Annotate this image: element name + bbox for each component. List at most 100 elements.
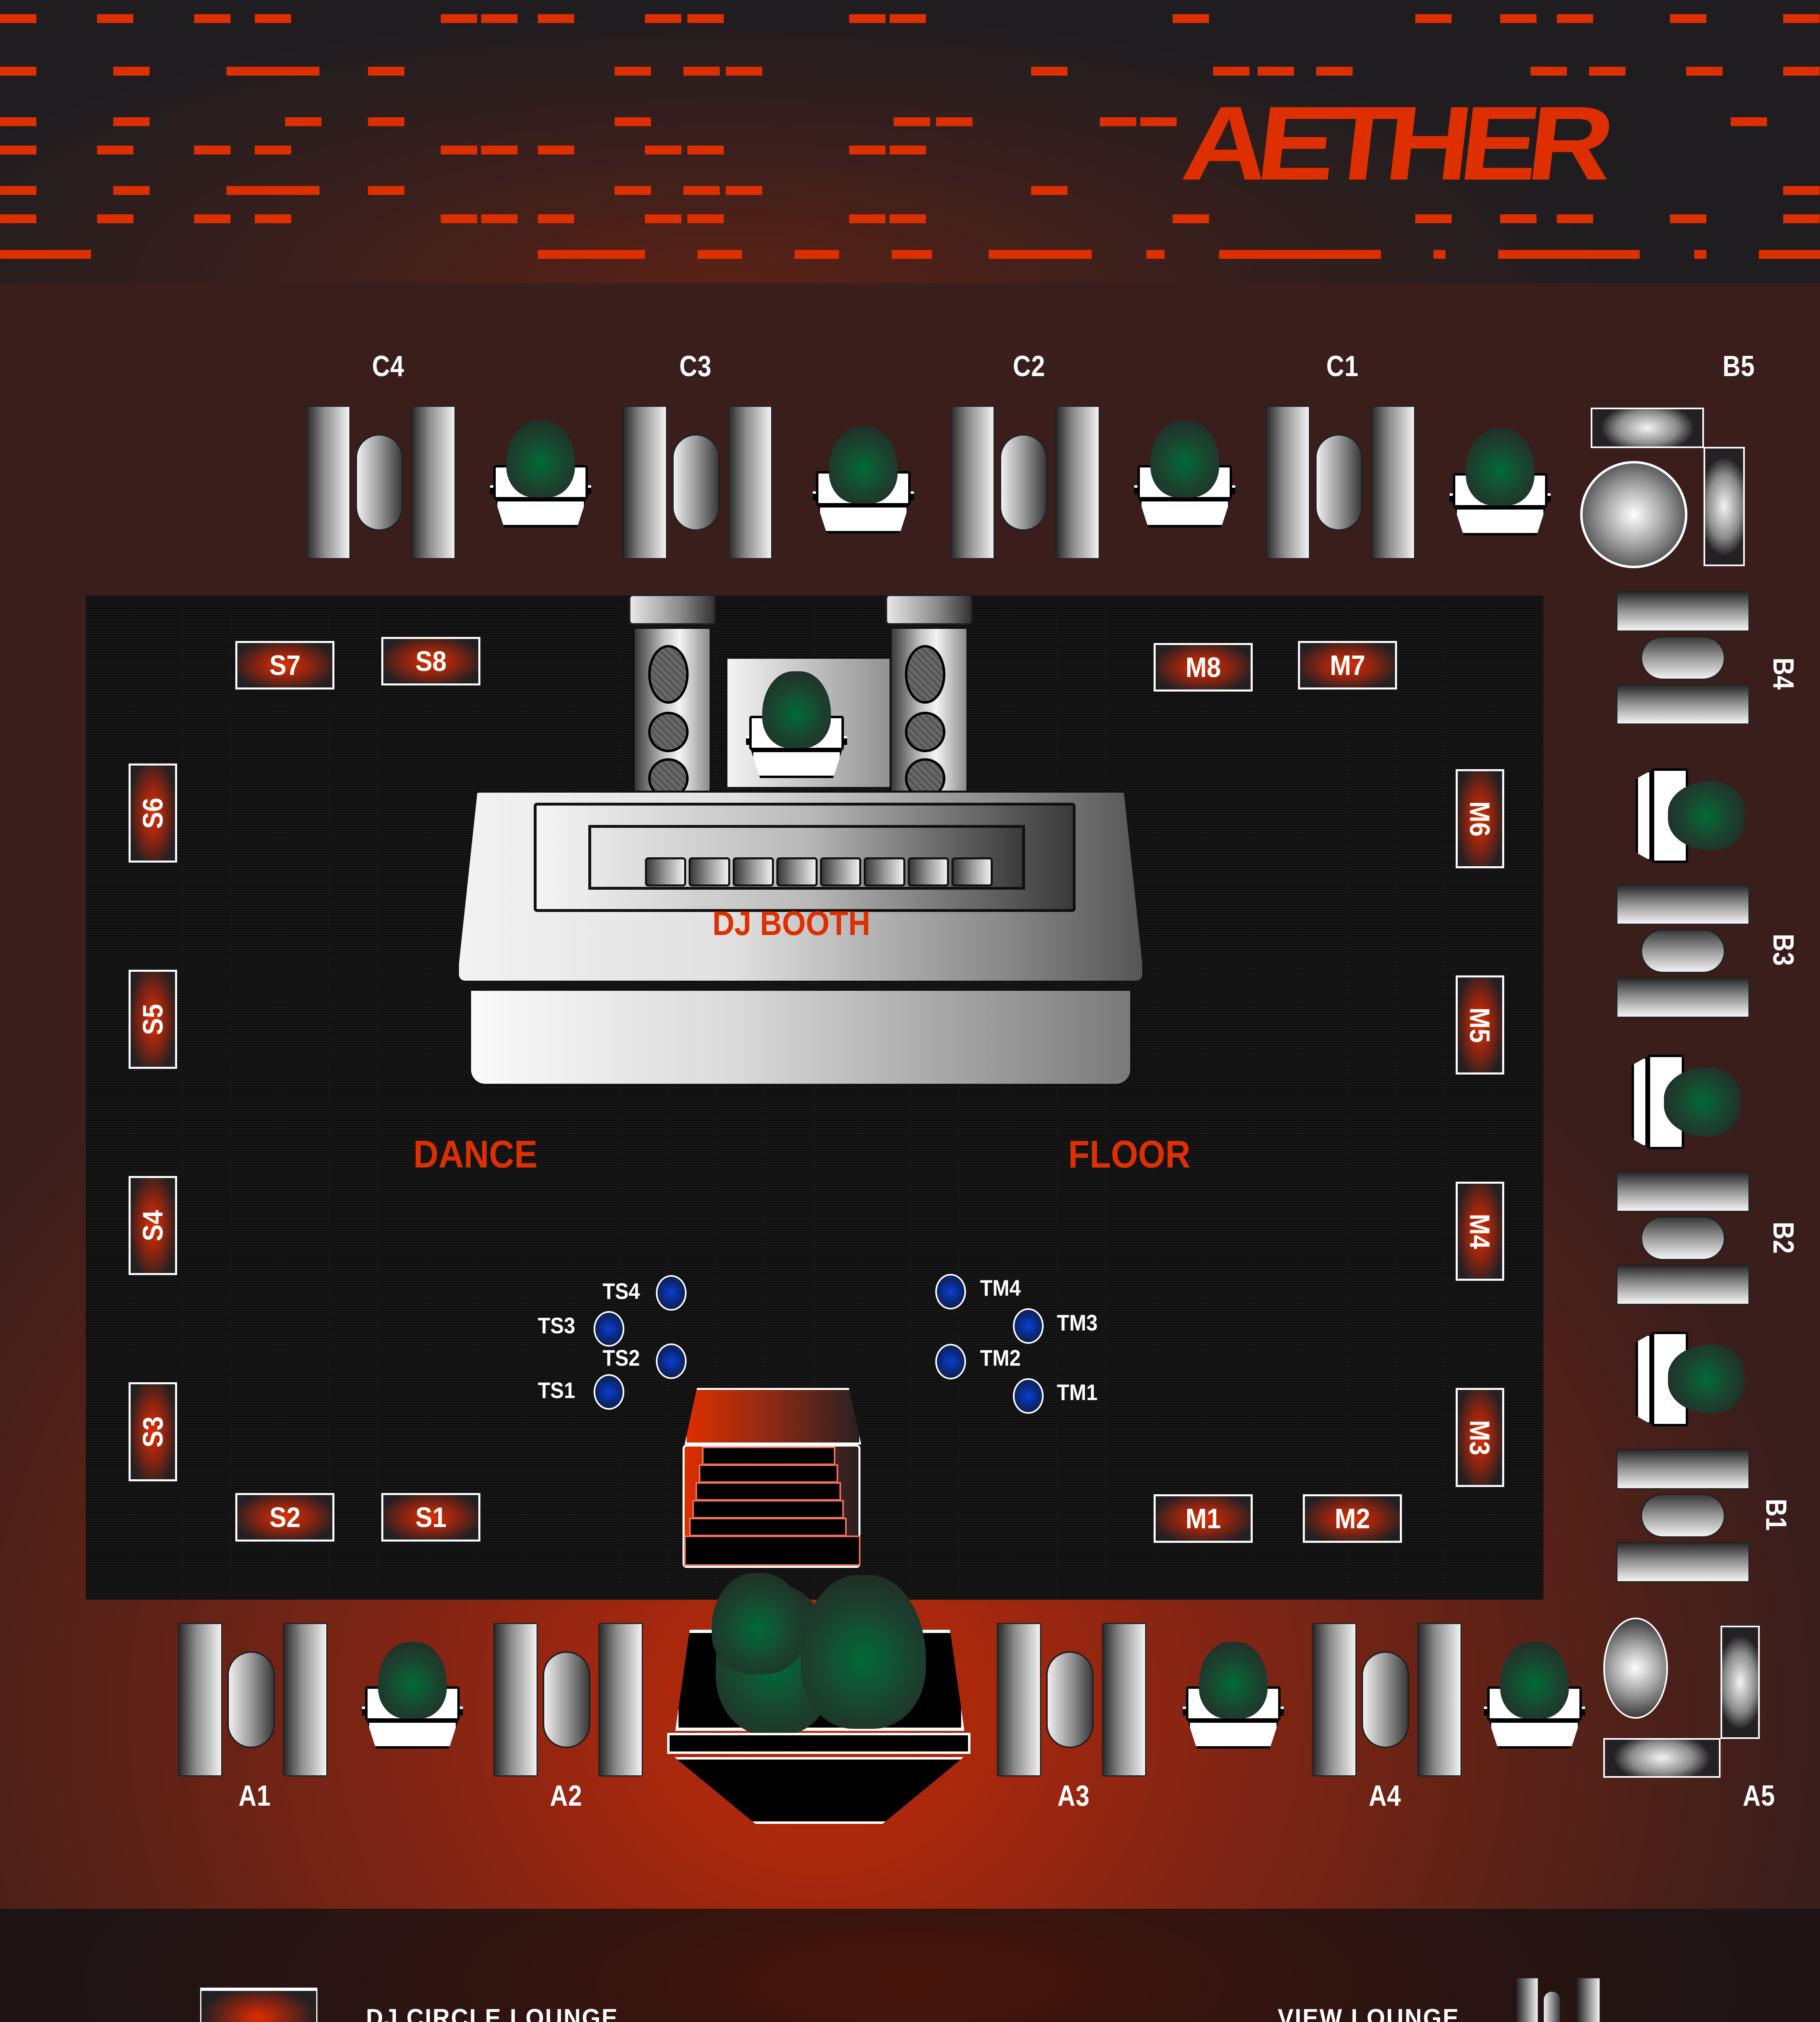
dj-circle-table-s2[interactable]: S2 [235,1493,334,1542]
lounge-label-c3: C3 [679,350,712,383]
decorative-dash [894,117,930,126]
view-lounge-a2[interactable] [493,1623,647,1777]
standing-table-tm3[interactable] [1013,1308,1044,1344]
view-lounge-c1[interactable] [1266,406,1419,559]
view-lounge-b4[interactable] [1616,591,1750,725]
decorative-dash [698,250,742,259]
standing-table-tm4[interactable] [935,1274,966,1309]
decorative-dash [113,186,150,195]
decorative-dash [1173,14,1209,23]
plant-icon [1484,1642,1585,1751]
standing-table-label-ts3: TS3 [538,1313,575,1338]
decorative-dash [1557,214,1593,223]
dj-circle-table-m2[interactable]: M2 [1303,1494,1402,1543]
standing-table-tm1[interactable] [1013,1378,1044,1414]
decorative-dash [683,67,720,76]
dj-circle-table-m1[interactable]: M1 [1154,1494,1253,1543]
decorative-dash [255,146,291,154]
decorative-dash [1415,214,1452,223]
dance-floor-label-left: DANCE [413,1133,538,1176]
vip-sofa-corner-b5[interactable] [1577,404,1747,574]
decorative-dash [615,186,651,195]
standing-table-ts1[interactable] [594,1374,624,1410]
stairs[interactable] [683,1445,860,1568]
large-planter-icon [667,1573,970,1824]
standing-table-label-tm3: TM3 [1057,1310,1098,1335]
decorative-dash [441,146,477,154]
view-lounge-b3[interactable] [1616,884,1750,1018]
decorative-dash [683,186,720,195]
dj-circle-table-m4[interactable]: M4 [1456,1182,1504,1281]
dj-circle-table-s7[interactable]: S7 [235,641,334,690]
decorative-dash [255,214,291,223]
sofa-seat [1721,1626,1760,1739]
dj-booth-label: DJ BOOTH [712,904,871,942]
standing-table-tm2[interactable] [935,1344,966,1379]
bench [411,406,456,559]
decorative-dash [285,117,321,126]
decorative-dash [0,14,36,23]
lounge-label-c2: C2 [1013,350,1045,383]
decorative-dash [1316,67,1353,76]
view-lounge-a1[interactable] [178,1623,332,1777]
view-lounge-c3[interactable] [623,406,776,559]
dj-circle-table-m3[interactable]: M3 [1456,1388,1504,1487]
dj-circle-table-m8[interactable]: M8 [1154,643,1253,692]
view-lounge-a3[interactable] [997,1623,1150,1777]
plant-icon [1134,421,1235,530]
speaker-right-icon [886,594,972,799]
dj-circle-table-m6[interactable]: M6 [1456,769,1504,868]
table [1315,434,1363,531]
decorative-dash [1686,67,1723,76]
bench [950,406,995,559]
dj-circle-table-s3[interactable]: S3 [129,1382,177,1481]
decorative-dash [615,67,651,76]
decorative-dash [194,146,230,154]
view-lounge-c2[interactable] [950,406,1104,559]
dj-circle-table-s8[interactable]: S8 [381,637,480,685]
standing-table-label-ts2: TS2 [602,1345,640,1371]
decorative-dash [1557,14,1593,23]
decorative-dash [97,214,133,223]
decorative-dash [97,146,133,154]
vip-sofa-corner-a5[interactable] [1597,1614,1767,1783]
view-lounge-b1[interactable] [1616,1449,1750,1582]
round-table [1580,461,1687,568]
decorative-dash [1783,14,1820,23]
decorative-dash [1173,214,1209,223]
view-lounge-a4[interactable] [1312,1623,1466,1777]
dj-circle-table-s6[interactable]: S6 [129,764,177,863]
lounge-label-b2: B2 [1767,1222,1799,1254]
plant-icon [746,671,847,780]
standing-table-ts3[interactable] [594,1311,624,1347]
decorative-dash [1140,117,1177,126]
standing-table-ts2[interactable] [656,1343,687,1379]
view-lounge-b2[interactable] [1616,1172,1750,1305]
lounge-label-c1: C1 [1326,350,1359,383]
brand-name: AETHER [1177,85,1610,202]
dj-circle-table-s5[interactable]: S5 [129,970,177,1069]
vip-label-b5: B5 [1723,350,1755,383]
standing-table-label-ts1: TS1 [538,1377,575,1403]
decorative-dash [113,117,150,126]
dj-circle-table-s4[interactable]: S4 [129,1176,177,1275]
bench [1371,406,1415,559]
decorative-dash [194,14,230,23]
lounge-label-c4: C4 [372,350,404,383]
header: AETHER [0,0,1820,283]
view-lounge-icon [1516,1978,1603,2022]
table [672,434,720,531]
decorative-dash [0,146,36,154]
dj-circle-table-m7[interactable]: M7 [1298,641,1397,690]
decorative-dash [0,214,36,223]
legend-label-view-lounge: VIEW LOUNGE [1277,2004,1460,2022]
dj-circle-table-m5[interactable]: M5 [1456,975,1504,1074]
decorative-dash [194,214,230,223]
brand-logo: AETHER [1177,85,1706,202]
dj-circle-table-s1[interactable]: S1 [381,1493,480,1542]
standing-table-ts4[interactable] [656,1275,687,1311]
decorative-dash [687,14,724,23]
decorative-dash [538,14,574,23]
view-lounge-c4[interactable] [306,406,460,559]
decorative-dash [368,67,404,76]
